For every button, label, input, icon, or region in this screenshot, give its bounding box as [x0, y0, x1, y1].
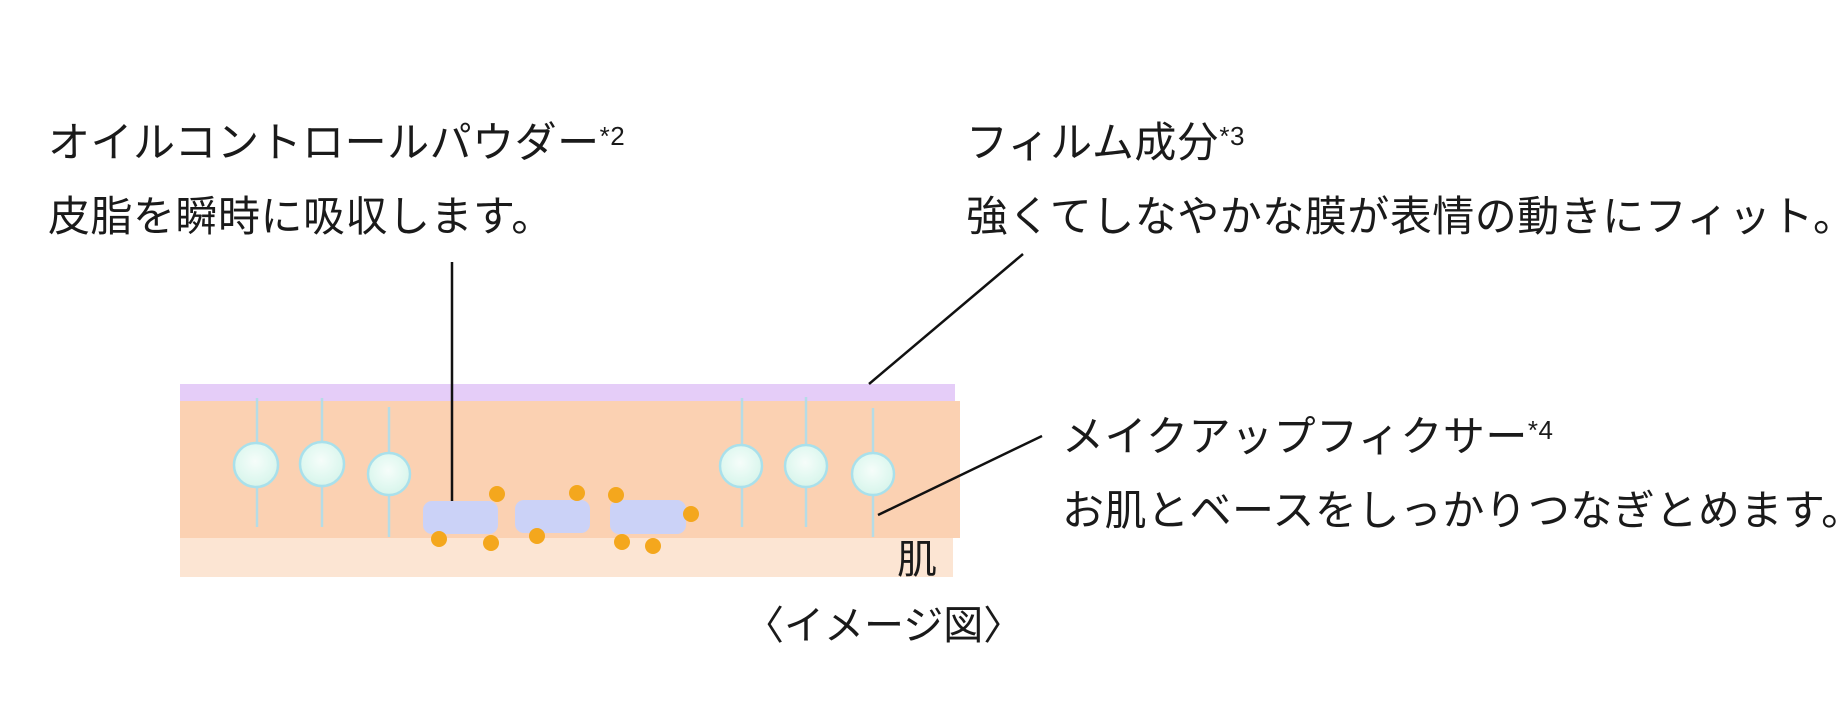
skin-layer	[180, 538, 953, 577]
oil-powder-particle	[783, 443, 829, 489]
sebum-dot	[489, 486, 505, 502]
annotation-oil-powder-desc: 皮脂を瞬時に吸収します。	[48, 193, 554, 240]
sebum-dot	[529, 528, 545, 544]
leader-line-film	[868, 253, 1024, 385]
leader-line-fixer	[877, 434, 1043, 517]
sebum-dot	[683, 506, 699, 522]
sebum-dot	[569, 485, 585, 501]
sebum-dot	[483, 535, 499, 551]
fixer-block	[515, 500, 590, 533]
annotation-oil-powder-label: オイルコントロールパウダー	[48, 119, 600, 166]
oil-powder-particle	[366, 451, 412, 497]
annotation-fixer-label: メイクアップフィクサー	[1062, 413, 1528, 460]
oil-powder-particle	[298, 440, 346, 488]
diagram-caption: 〈イメージ図〉	[744, 604, 1024, 648]
annotation-film-label: フィルム成分	[966, 119, 1220, 166]
annotation-fixer-desc: お肌とベースをしっかりつなぎとめます。	[1062, 487, 1840, 534]
annotation-film-desc: 強くてしなやかな膜が表情の動きにフィット。	[966, 193, 1840, 240]
film-layer	[180, 384, 955, 401]
footnote-ref-4: *4	[1527, 415, 1554, 446]
annotation-oil-powder-title: オイルコントロールパウダー*2	[48, 122, 625, 164]
sebum-dot	[614, 534, 630, 550]
annotation-fixer-title: メイクアップフィクサー*4	[1062, 416, 1553, 458]
sebum-dot	[608, 487, 624, 503]
oil-powder-particle	[850, 451, 896, 497]
sebum-dot	[431, 531, 447, 547]
annotation-film-title: フィルム成分*3	[966, 122, 1245, 164]
fixer-block	[423, 501, 498, 534]
skin-label: 肌	[897, 538, 937, 582]
fixer-block	[610, 500, 686, 534]
footnote-ref-2: *2	[599, 121, 626, 152]
sebum-dot	[645, 538, 661, 554]
oil-powder-particle	[232, 441, 280, 489]
footnote-ref-3: *3	[1219, 121, 1245, 152]
oil-powder-particle	[718, 443, 764, 489]
